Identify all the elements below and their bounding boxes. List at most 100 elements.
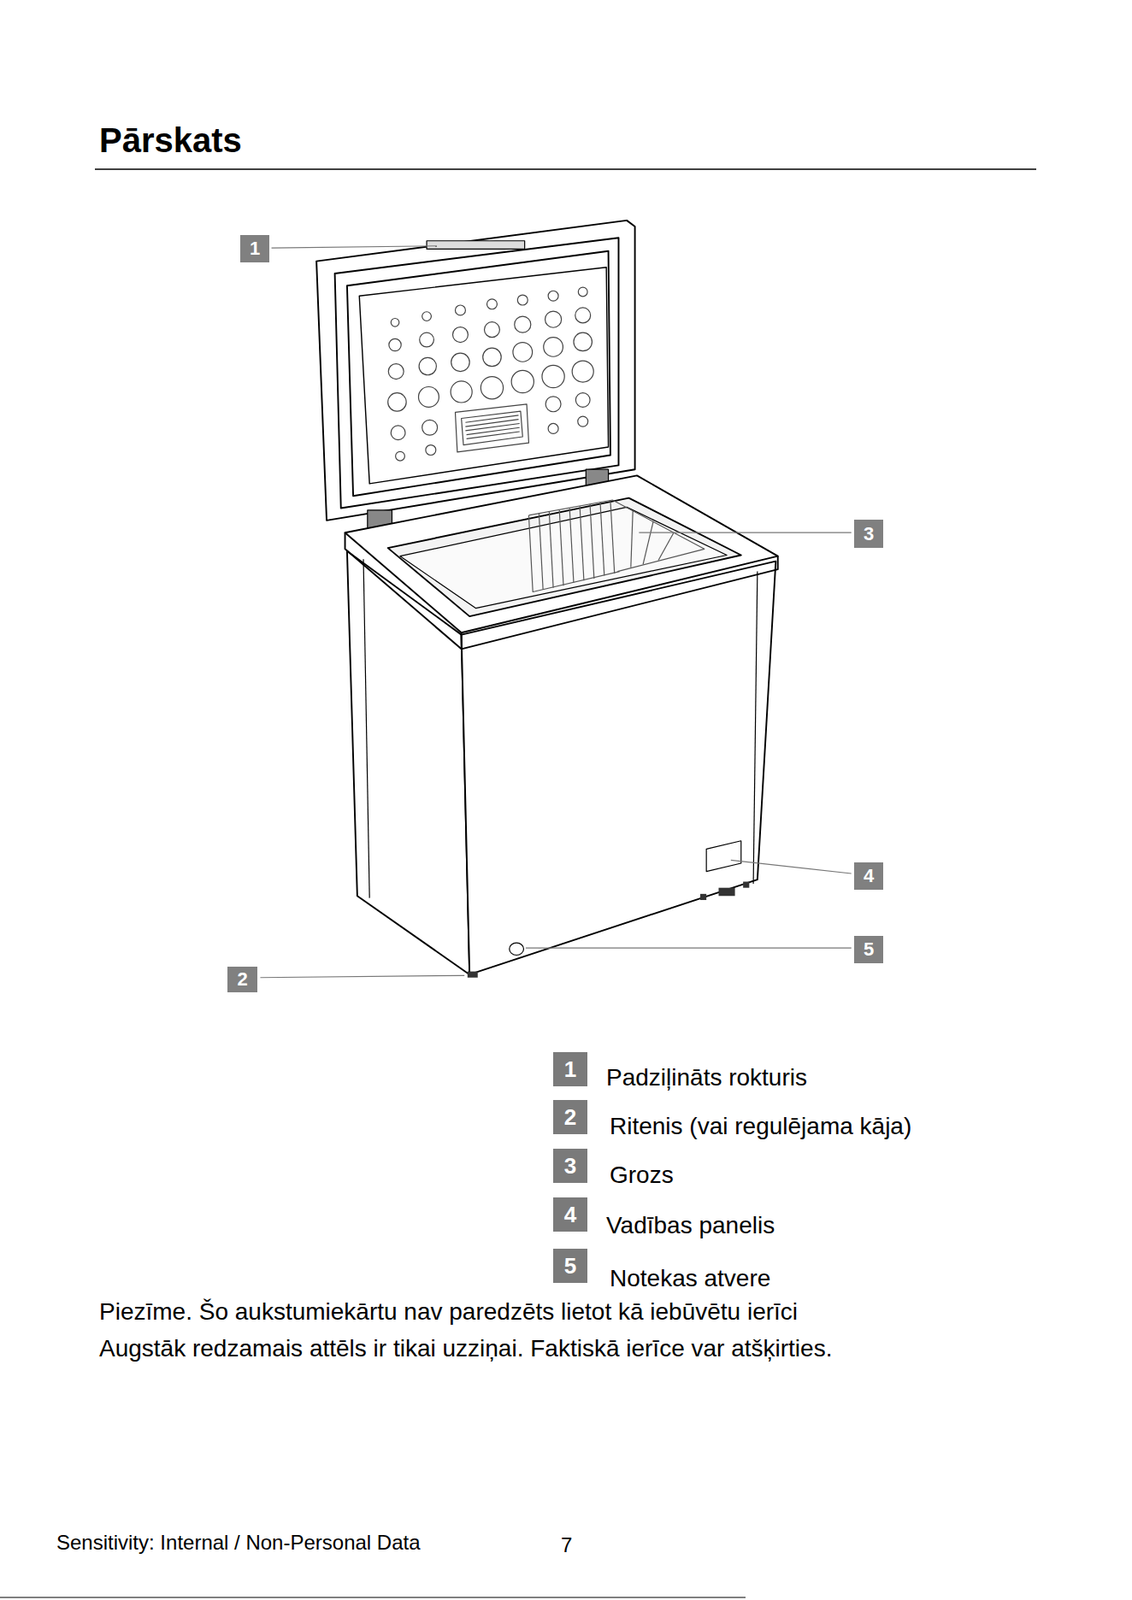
freezer-line xyxy=(700,894,707,901)
part-name: Ritenis (vai regulējama kāja) xyxy=(609,1112,912,1142)
freezer-line xyxy=(511,370,534,393)
freezer-line xyxy=(610,501,615,574)
callout-number: 2 xyxy=(227,966,258,993)
page-number: 7 xyxy=(560,1532,572,1559)
key-number: 1 xyxy=(553,1052,588,1087)
freezer-line xyxy=(579,506,584,581)
freezer-line xyxy=(465,423,519,431)
freezer-line xyxy=(528,500,704,572)
freezer-line xyxy=(542,365,565,388)
freezer-line xyxy=(345,475,779,633)
freezer-line xyxy=(419,332,435,348)
callout-number: 5 xyxy=(854,936,884,964)
freezer-line xyxy=(465,415,519,423)
freezer-line xyxy=(390,425,406,441)
freezer-line xyxy=(548,511,554,589)
freezer-line xyxy=(571,360,594,383)
freezer-line xyxy=(454,404,529,453)
freezer-line xyxy=(452,327,468,343)
page-title: Pārskats xyxy=(99,119,242,161)
key-number: 2 xyxy=(553,1100,588,1135)
note-text: Piezīme. Šo aukstumiekārtu nav paredzēts… xyxy=(99,1297,798,1327)
freezer-line xyxy=(363,559,370,898)
footer-text: Sensitivity: Internal / Non-Personal Dat… xyxy=(56,1530,421,1557)
freezer-line xyxy=(577,287,588,297)
freezer-line xyxy=(388,364,404,380)
key-number: 5 xyxy=(553,1249,588,1284)
freezer-line xyxy=(389,338,401,351)
key-number: 3 xyxy=(553,1149,588,1184)
callout-number: 4 xyxy=(854,862,884,891)
freezer-line xyxy=(388,498,742,617)
freezer-line xyxy=(466,431,520,439)
freezer-line xyxy=(465,419,519,427)
title-rule xyxy=(94,168,1037,171)
freezer-line xyxy=(451,353,470,372)
freezer-line xyxy=(390,318,400,327)
freezer-line xyxy=(425,445,437,456)
freezer-line xyxy=(742,882,749,889)
freezer-line xyxy=(642,521,654,565)
part-name: Padziļināts rokturis xyxy=(606,1063,808,1093)
freezer-line xyxy=(512,342,533,363)
part-name: Vadības panelis xyxy=(606,1211,775,1241)
freezer-line xyxy=(753,571,758,885)
footer-rule xyxy=(0,1597,746,1599)
freezer-line xyxy=(719,888,736,897)
freezer-line xyxy=(271,246,437,248)
freezer-line xyxy=(538,513,543,591)
freezer-line xyxy=(426,241,525,250)
key-number: 4 xyxy=(553,1197,588,1233)
freezer-line xyxy=(573,332,592,351)
freezer-line xyxy=(467,972,478,979)
freezer-line xyxy=(589,504,595,579)
freezer-line xyxy=(466,427,520,435)
freezer-line xyxy=(483,347,502,366)
freezer-line xyxy=(422,312,432,322)
freezer-line xyxy=(395,451,406,461)
freezer-line xyxy=(731,860,852,874)
freezer-line xyxy=(460,632,463,649)
freezer-line xyxy=(388,393,407,412)
freezer-line xyxy=(418,386,439,407)
freezer-line xyxy=(548,423,559,434)
freezer-line xyxy=(548,290,559,301)
freezer-line xyxy=(259,975,465,978)
freezer-line xyxy=(528,500,704,592)
freezer-line xyxy=(450,381,472,403)
freezer-line xyxy=(316,220,635,521)
callout-number: 3 xyxy=(854,519,884,549)
freezer-line xyxy=(480,377,503,400)
freezer-line xyxy=(359,267,608,484)
freezer-line xyxy=(388,287,595,461)
freezer-line xyxy=(259,246,851,979)
freezer-line xyxy=(545,311,562,328)
freezer-line xyxy=(400,507,727,608)
freezer-line xyxy=(525,948,852,950)
freezer-line xyxy=(577,416,589,427)
freezer-line xyxy=(484,322,501,338)
freezer-line xyxy=(543,337,564,358)
freezer-line xyxy=(575,393,590,408)
part-name: Notekas atvere xyxy=(609,1264,771,1294)
freezer-line xyxy=(559,510,564,586)
freezer-line xyxy=(418,357,437,375)
freezer-line xyxy=(569,508,574,584)
freezer-line xyxy=(638,532,851,534)
callout-number: 1 xyxy=(240,235,270,263)
freezer-line xyxy=(517,294,528,306)
freezer-line xyxy=(509,943,525,956)
part-name: Grozs xyxy=(609,1161,674,1191)
freezer-line xyxy=(545,396,561,413)
freezer-line xyxy=(461,561,777,976)
freezer-line xyxy=(454,305,466,316)
freezer-line xyxy=(600,501,605,576)
freezer-line xyxy=(422,419,438,436)
freezer-line xyxy=(630,510,633,568)
freezer-line xyxy=(347,251,611,497)
freezer-line xyxy=(461,411,524,445)
freezer-line xyxy=(335,237,620,508)
chest-freezer xyxy=(259,220,851,979)
freezer-line xyxy=(658,532,674,561)
freezer-line xyxy=(575,307,591,324)
